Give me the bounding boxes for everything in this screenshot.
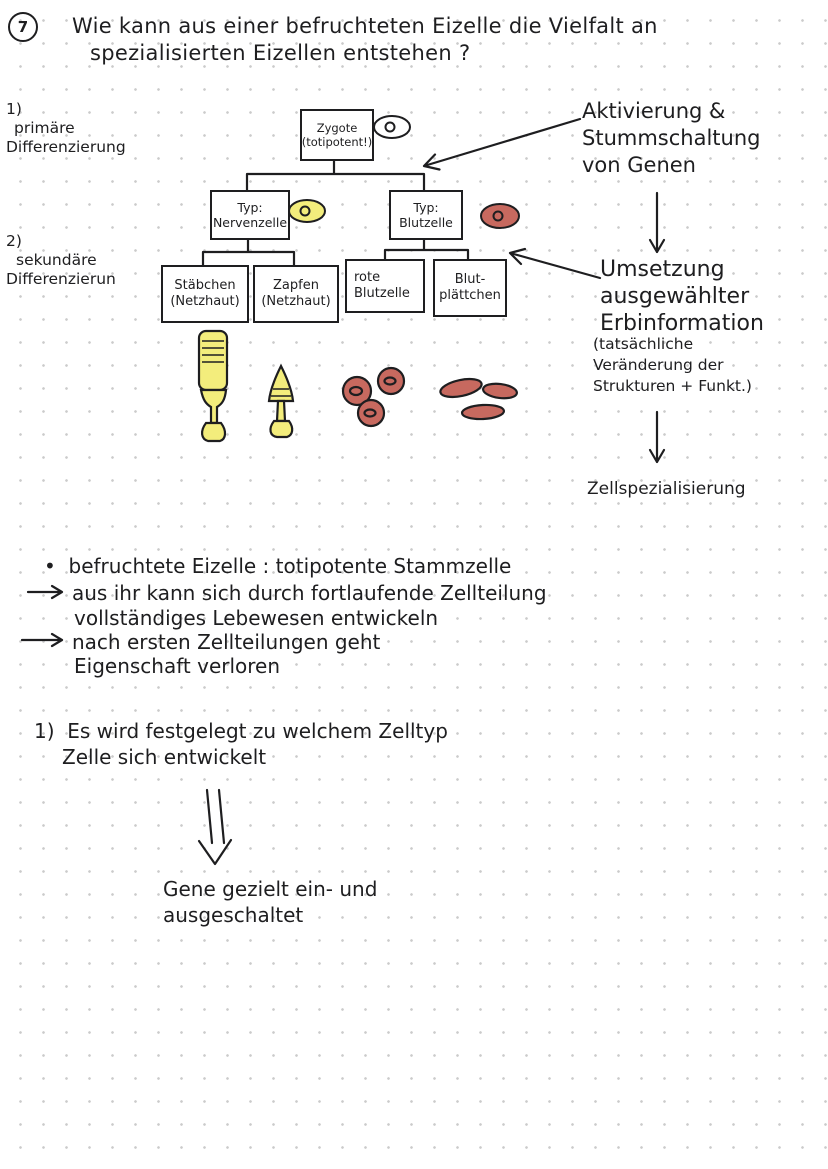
rote-blutzelle-box: rote Blutzelle: [345, 259, 425, 313]
question-number: 7: [17, 18, 29, 36]
bullet-icon: •: [44, 554, 56, 578]
nervenzelle-label-line1: Typ:: [237, 199, 263, 215]
red-blood-cells-drawing: [341, 366, 406, 428]
label-secondary-differentiation: 2) sekundäre Differenzierun: [6, 232, 116, 289]
zapfen-label-line1: Zapfen: [273, 278, 319, 294]
platelets-drawing: [439, 377, 518, 421]
zygote-label-line2: (totipotent!): [301, 135, 373, 149]
blutplaettchen-label-line2: plättchen: [439, 288, 501, 303]
note-point1: 1) Es wird festgelegt zu welchem Zelltyp…: [34, 718, 448, 770]
blutplaettchen-label-line1: Blut-: [454, 272, 486, 288]
note-arrow-2-icon: [20, 632, 64, 648]
blutzelle-label-line2: Blutzelle: [399, 215, 453, 230]
page-title-line1: Wie kann aus einer befruchteten Eizelle …: [72, 14, 658, 38]
note-bullet-line: • befruchtete Eizelle : totipotente Stam…: [44, 553, 511, 579]
arrow-down-2-icon: [648, 410, 666, 464]
annotation-umsetzung: Umsetzung ausgewählter Erbinformation: [600, 256, 764, 337]
rod-cell-drawing: [197, 329, 229, 443]
blood-cell-icon: [480, 203, 520, 229]
point1-number: 1): [34, 719, 55, 743]
conclusion-line1: Gene gezielt ein- und: [163, 877, 378, 901]
annotation-activation-line2: Stummschaltung: [582, 126, 761, 150]
annotation-note-line2: Veränderung der: [593, 356, 724, 374]
zapfen-label-line2: (Netzhaut): [261, 294, 331, 309]
label-primary-line1: primäre: [14, 119, 75, 137]
nerve-cell-icon: [288, 199, 326, 223]
note-bullet-text: befruchtete Eizelle : totipotente Stammz…: [68, 554, 512, 578]
arrow-umsetzung-to-types-icon: [508, 247, 602, 280]
arrow-activation-to-zygote-icon: [422, 117, 582, 171]
label-primary-line2: Differenzierung: [6, 138, 126, 156]
double-arrow-down-icon: [197, 788, 233, 866]
blutplaettchen-box: Blut- plättchen: [433, 259, 507, 317]
staebchen-box: Stäbchen (Netzhaut): [161, 265, 249, 323]
question-number-badge: 7: [8, 12, 38, 42]
annotation-activation-line1: Aktivierung &: [582, 99, 726, 123]
note-arrow2-line1: nach ersten Zellteilungen geht: [72, 630, 381, 654]
rote-blutzelle-label-line2: Blutzelle: [354, 286, 410, 301]
cone-cell-drawing: [267, 363, 295, 439]
zygote-cell-icon: [373, 115, 411, 139]
staebchen-label-line2: (Netzhaut): [170, 294, 240, 309]
annotation-note-line1: (tatsächliche: [593, 335, 694, 353]
rote-blutzelle-label-line1: rote: [354, 270, 381, 286]
annotation-activation: Aktivierung & Stummschaltung von Genen: [582, 98, 760, 179]
note-conclusion: Gene gezielt ein- und ausgeschaltet: [163, 876, 377, 928]
annotation-note-line3: Strukturen + Funkt.): [593, 377, 752, 395]
point1-line2: Zelle sich entwickelt: [62, 745, 267, 769]
annotation-activation-line3: von Genen: [582, 153, 696, 177]
note-arrow2-line2: Eigenschaft verloren: [74, 654, 281, 678]
nervenzelle-label-line2: Nervenzelle: [212, 215, 288, 230]
tree-connector-root: [245, 156, 426, 192]
label-secondary-line2: Differenzierun: [6, 270, 116, 288]
conclusion-line2: ausgeschaltet: [163, 903, 304, 927]
blutzelle-label-line1: Typ:: [413, 199, 439, 215]
annotation-result: Zellspezialisierung: [587, 479, 746, 499]
annotation-umsetzung-line2: ausgewählter: [600, 284, 750, 309]
label-secondary-line1: sekundäre: [16, 251, 97, 269]
note-arrow1-line1: aus ihr kann sich durch fortlaufende Zel…: [72, 581, 547, 605]
nervenzelle-box: Typ: Nervenzelle: [210, 190, 290, 240]
zygote-label-line1: Zygote: [316, 120, 358, 135]
zapfen-box: Zapfen (Netzhaut): [253, 265, 339, 323]
arrow-down-1-icon: [648, 191, 666, 254]
page-title-line2: spezialisierten Eizellen entstehen ?: [90, 41, 471, 65]
zygote-box: Zygote (totipotent!): [300, 109, 374, 161]
annotation-umsetzung-note: (tatsächliche Veränderung der Strukturen…: [593, 334, 752, 397]
label-primary-number: 1): [6, 100, 22, 118]
label-secondary-number: 2): [6, 232, 22, 250]
annotation-umsetzung-line3: Erbinformation: [600, 311, 764, 336]
staebchen-label-line1: Stäbchen: [174, 278, 236, 294]
point1-line1: Es wird festgelegt zu welchem Zelltyp: [67, 719, 448, 743]
tree-connector-blutzelle: [383, 234, 470, 261]
label-primary-differentiation: 1) primäre Differenzierung: [6, 100, 126, 157]
tree-connector-nervenzelle: [201, 234, 296, 267]
note-arrow1-line2: vollständiges Lebewesen entwickeln: [74, 606, 439, 630]
note-arrow-1-icon: [26, 584, 64, 600]
blutzelle-box: Typ: Blutzelle: [389, 190, 463, 240]
annotation-umsetzung-line1: Umsetzung: [600, 257, 725, 282]
